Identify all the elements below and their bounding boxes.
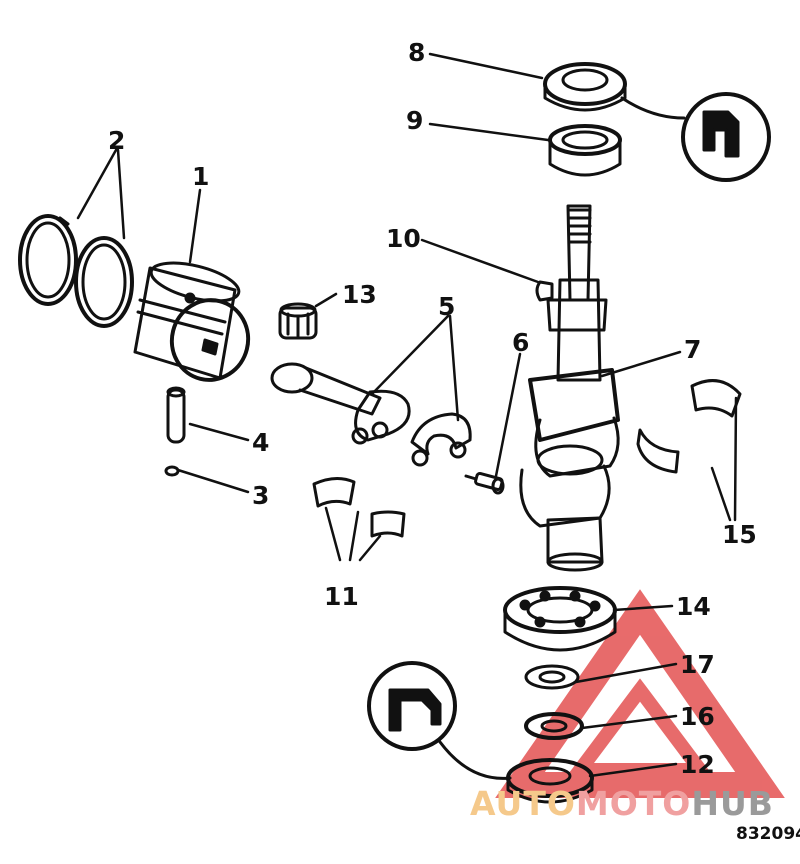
callout-11: 11 (324, 582, 359, 611)
callout-15: 15 (722, 520, 757, 549)
piston (133, 261, 251, 382)
connecting-rod (270, 362, 411, 445)
callout-3: 3 (252, 481, 270, 510)
callout-12: 12 (680, 750, 715, 779)
callout-16: 16 (680, 702, 715, 731)
callout-6: 6 (512, 328, 530, 357)
seal-top (543, 62, 627, 112)
piston-rings (18, 214, 134, 328)
allen-wrench-icon (620, 92, 771, 182)
watermark-logo: AUTOMOTOHUB (470, 784, 774, 823)
callout-2: 2 (108, 126, 126, 155)
rod-screw (464, 471, 505, 495)
roller-bearing-top (548, 124, 622, 177)
retaining-ring (164, 465, 180, 477)
watermark-auto: AUTO (470, 784, 576, 823)
watermark-moto: MOTO (575, 784, 692, 823)
piston-pin (166, 386, 186, 444)
figure-code: 832094 (736, 824, 800, 844)
ball-bearing (503, 586, 617, 652)
callout-17: 17 (680, 650, 715, 679)
woodruff-key (535, 280, 554, 302)
spacer (524, 712, 584, 740)
bearing-halves-left (312, 477, 406, 538)
callout-5: 5 (438, 292, 456, 321)
callout-10: 10 (386, 224, 421, 253)
callout-13: 13 (342, 280, 377, 309)
callout-1: 1 (192, 162, 210, 191)
callout-9: 9 (406, 106, 424, 135)
washer (524, 664, 580, 690)
needle-bearing-small (278, 302, 318, 340)
callout-7: 7 (684, 335, 702, 364)
bearing-halves-right (636, 379, 742, 474)
leader-lines (76, 52, 738, 778)
callout-4: 4 (252, 428, 270, 457)
allen-wrench-icon (367, 661, 512, 780)
crankshaft (519, 204, 620, 572)
callout-14: 14 (676, 592, 711, 621)
rod-cap (410, 412, 472, 467)
callout-8: 8 (408, 38, 426, 67)
watermark-hub: HUB (691, 784, 774, 823)
